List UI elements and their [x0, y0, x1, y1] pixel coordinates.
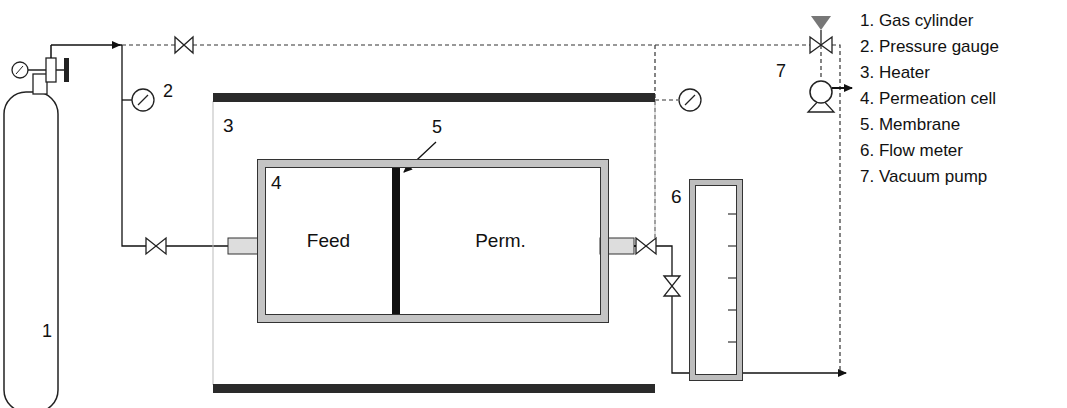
callout-number: 4 — [271, 173, 282, 194]
permeate-chamber: Perm. — [400, 167, 601, 315]
callout-number: 1 — [42, 322, 52, 342]
key-entry: 1. Gas cylinder — [860, 12, 973, 31]
vacuum-pump — [808, 81, 852, 112]
pressure-gauge — [679, 89, 701, 111]
flow-meter: 6 — [690, 180, 742, 380]
key-entry: 7. Vacuum pump — [860, 168, 987, 187]
pressure-gauge — [132, 89, 154, 111]
callout-number: 3 — [223, 116, 234, 137]
feed-chamber: Feed — [265, 167, 392, 315]
key-entry: 2. Pressure gauge — [860, 38, 999, 57]
valve — [146, 238, 166, 254]
callout-number: 6 — [671, 187, 682, 208]
valve-actuator — [811, 16, 831, 30]
key-entry: 3. Heater — [860, 64, 930, 83]
callout-number: 7 — [776, 62, 786, 82]
chamber-label: Perm. — [475, 231, 526, 252]
chamber-label: Feed — [307, 231, 350, 252]
membrane — [392, 166, 400, 316]
key-entry: 5. Membrane — [860, 116, 960, 135]
valve — [636, 238, 656, 254]
key-entry: 6. Flow meter — [860, 142, 963, 161]
permeation-cell: 4Feed Perm. — [258, 160, 608, 322]
pipe — [601, 246, 690, 373]
heater: 3 4Feed Perm. — [213, 93, 655, 393]
callout-number: 2 — [163, 82, 173, 102]
key-entry: 4. Permeation cell — [860, 90, 996, 109]
valve — [664, 276, 680, 296]
callout-number: 5 — [432, 118, 442, 138]
gas-cylinder — [4, 45, 69, 408]
valve — [175, 37, 193, 53]
